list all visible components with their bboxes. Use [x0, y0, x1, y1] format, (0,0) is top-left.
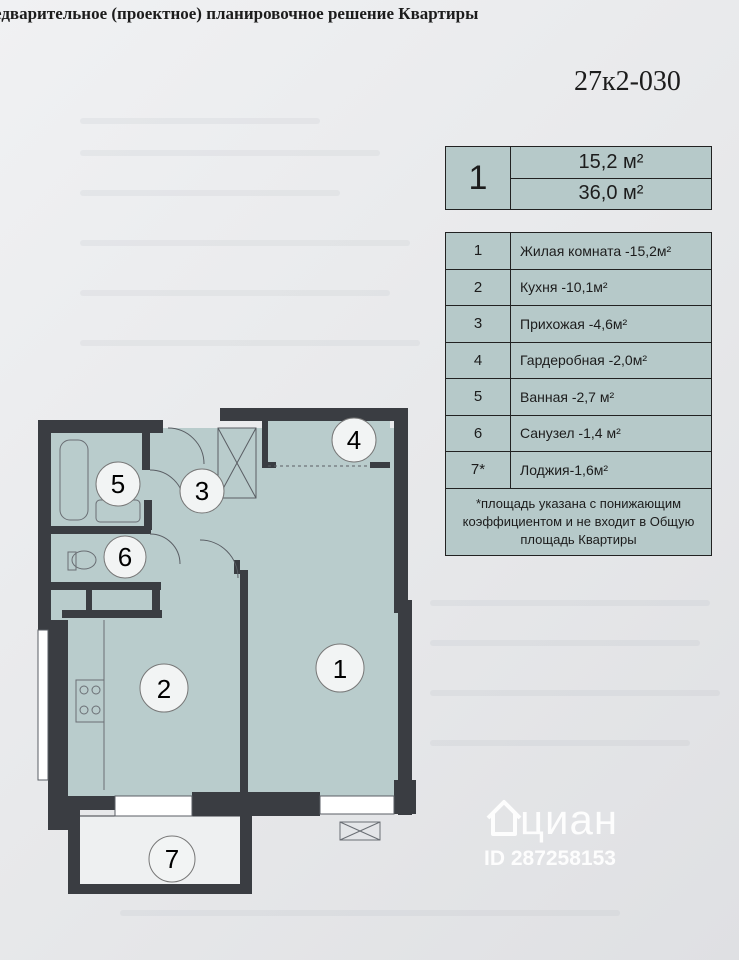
faded-text-line	[430, 740, 690, 746]
table-row: 7* Лоджия-1,6м²	[446, 452, 711, 489]
faded-text-line	[80, 290, 390, 296]
room-marker-6: 6	[118, 542, 132, 572]
document-title: едварительное (проектное) планировочное …	[0, 4, 479, 23]
living-area: 15,2 м²	[578, 150, 644, 173]
faded-text-line	[80, 240, 410, 246]
room-marker-circle	[179, 468, 225, 514]
room-number: 1	[446, 233, 511, 269]
room-number: 3	[446, 306, 511, 342]
room-marker-5: 5	[111, 469, 125, 499]
faded-text-line	[80, 118, 320, 124]
faded-text-line	[430, 690, 720, 696]
faded-text-line	[80, 150, 380, 156]
room-name: Прихожая -4,6м²	[520, 315, 628, 332]
room-marker-circle	[139, 663, 189, 713]
toilet-icon	[71, 550, 97, 570]
watermark-id: ID 287258153	[484, 847, 616, 870]
room-number: 7*	[446, 452, 511, 488]
room-name: Гардеробная -2,0м²	[520, 352, 647, 369]
table-row: 6 Санузел -1,4 м²	[446, 415, 711, 452]
room-marker-3: 3	[195, 476, 209, 506]
area-summary-table: 1 15,2 м² 36,0 м²	[445, 146, 712, 210]
room-marker-circle	[315, 643, 365, 693]
room-number: 4	[446, 342, 511, 378]
bathtub-icon	[59, 439, 89, 521]
room-name: Лоджия-1,6м²	[520, 461, 609, 478]
burner-icon	[79, 705, 89, 715]
watermark-brand: циан	[520, 796, 619, 843]
faded-text-line	[120, 910, 620, 916]
faded-text-line	[80, 340, 420, 346]
faded-text-line	[430, 600, 710, 606]
room-number: 5	[446, 379, 511, 415]
room-marker-circle	[103, 535, 147, 579]
room-marker-circle	[148, 835, 196, 883]
faded-text-line	[430, 640, 700, 646]
table-row: 4 Гардеробная -2,0м²	[446, 342, 711, 379]
table-row: 3 Прихожая -4,6м²	[446, 306, 711, 343]
table-row: 2 Кухня -10,1м²	[446, 269, 711, 306]
apartment-code: 27к2-030	[574, 66, 681, 97]
table-row: 1 Жилая комната -15,2м²	[446, 233, 711, 270]
room-number: 6	[446, 415, 511, 451]
walls	[38, 408, 416, 894]
burner-icon	[79, 685, 89, 695]
table-row: 5 Ванная -2,7 м²	[446, 379, 711, 416]
rooms-table: 1 Жилая комната -15,2м² 2 Кухня -10,1м² …	[445, 232, 712, 556]
room-marker-circle	[331, 417, 377, 463]
ac-unit-icon	[339, 821, 381, 841]
room-marker-circle	[95, 461, 141, 507]
doors	[149, 427, 370, 579]
faded-text-line	[80, 190, 340, 196]
rooms-count: 1	[446, 147, 511, 209]
house-icon	[486, 800, 522, 836]
footnote: *площадь указана с понижающим коэффициен…	[462, 495, 695, 547]
burner-icon	[91, 705, 101, 715]
room-marker-7: 7	[165, 844, 179, 874]
room-name: Жилая комната -15,2м²	[520, 242, 672, 259]
toilet-tank-icon	[67, 551, 77, 571]
room-markers: 1 2 3 4 5 6 7	[95, 417, 377, 883]
windows	[37, 629, 395, 817]
room-name: Санузел -1,4 м²	[520, 425, 621, 442]
room-marker-2: 2	[157, 674, 171, 704]
room-number: 2	[446, 269, 511, 305]
room-marker-4: 4	[347, 425, 361, 455]
room-marker-1: 1	[333, 654, 347, 684]
burner-icon	[91, 685, 101, 695]
room-name: Кухня -10,1м²	[520, 279, 608, 296]
total-area: 36,0 м²	[511, 177, 711, 210]
room-name: Ванная -2,7 м²	[520, 388, 615, 405]
